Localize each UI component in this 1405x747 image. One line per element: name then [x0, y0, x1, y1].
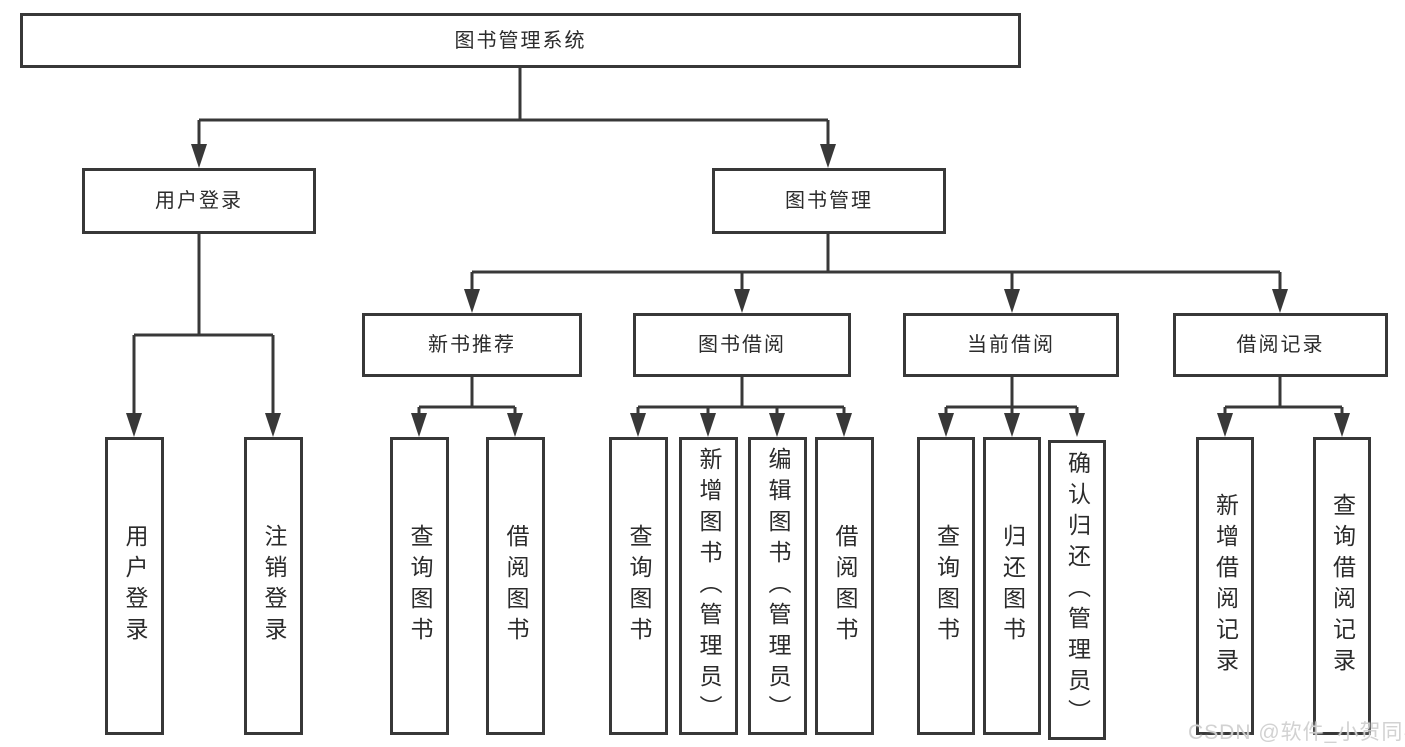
node-leaf-logout-label: 注销登录	[261, 524, 287, 648]
node-leaf-query-books-2-label: 查询图书	[626, 524, 652, 648]
node-leaf-return-books-label: 归还图书	[999, 524, 1026, 648]
node-user-login-label: 用户登录	[155, 190, 243, 212]
node-root: 图书管理系统	[20, 13, 1021, 68]
node-leaf-borrow-books-2: 借阅图书	[815, 437, 874, 735]
csdn-watermark: CSDN @软件_小贺同学	[1188, 721, 1405, 744]
node-leaf-query-books-3: 查询图书	[917, 437, 975, 735]
node-book-borrowing: 图书借阅	[633, 313, 851, 377]
node-book-borrowing-label: 图书借阅	[698, 334, 786, 356]
node-leaf-borrow-books-2-label: 借阅图书	[832, 524, 858, 648]
node-leaf-logout: 注销登录	[244, 437, 303, 735]
node-leaf-user-login: 用户登录	[105, 437, 164, 735]
node-leaf-confirm-return: 确认归还（管理员）	[1048, 440, 1106, 740]
node-book-management: 图书管理	[712, 168, 946, 234]
node-leaf-return-books: 归还图书	[983, 437, 1041, 735]
node-leaf-query-books-3-label: 查询图书	[933, 524, 960, 648]
node-leaf-add-borrow-record: 新增借阅记录	[1196, 437, 1254, 735]
node-leaf-borrow-books-1-label: 借阅图书	[503, 524, 529, 648]
node-user-login: 用户登录	[82, 168, 316, 234]
node-borrowing-records: 借阅记录	[1173, 313, 1388, 377]
node-new-book-recommend: 新书推荐	[362, 313, 582, 377]
node-new-book-recommend-label: 新书推荐	[428, 334, 516, 356]
node-current-borrowing: 当前借阅	[903, 313, 1119, 377]
node-root-label: 图书管理系统	[454, 29, 587, 52]
connector-paths	[132, 68, 1344, 416]
node-leaf-edit-books: 编辑图书（管理员）	[748, 437, 807, 735]
node-leaf-query-books-2: 查询图书	[609, 437, 668, 735]
node-leaf-query-books-1-label: 查询图书	[407, 524, 433, 648]
node-leaf-add-books: 新增图书（管理员）	[679, 437, 738, 735]
node-leaf-add-books-label: 新增图书（管理员）	[696, 446, 722, 726]
node-leaf-query-borrow-record-label: 查询借阅记录	[1329, 493, 1356, 679]
node-leaf-borrow-books-1: 借阅图书	[486, 437, 545, 735]
node-book-management-label: 图书管理	[785, 190, 873, 212]
node-current-borrowing-label: 当前借阅	[967, 334, 1055, 356]
node-leaf-query-borrow-record: 查询借阅记录	[1313, 437, 1371, 735]
node-leaf-edit-books-label: 编辑图书（管理员）	[765, 446, 791, 726]
node-borrowing-records-label: 借阅记录	[1236, 334, 1325, 356]
arrowheads	[126, 144, 1350, 437]
node-leaf-user-login-label: 用户登录	[122, 524, 148, 648]
node-leaf-confirm-return-label: 确认归还（管理员）	[1064, 450, 1091, 730]
node-leaf-add-borrow-record-label: 新增借阅记录	[1212, 493, 1239, 679]
node-leaf-query-books-1: 查询图书	[390, 437, 449, 735]
